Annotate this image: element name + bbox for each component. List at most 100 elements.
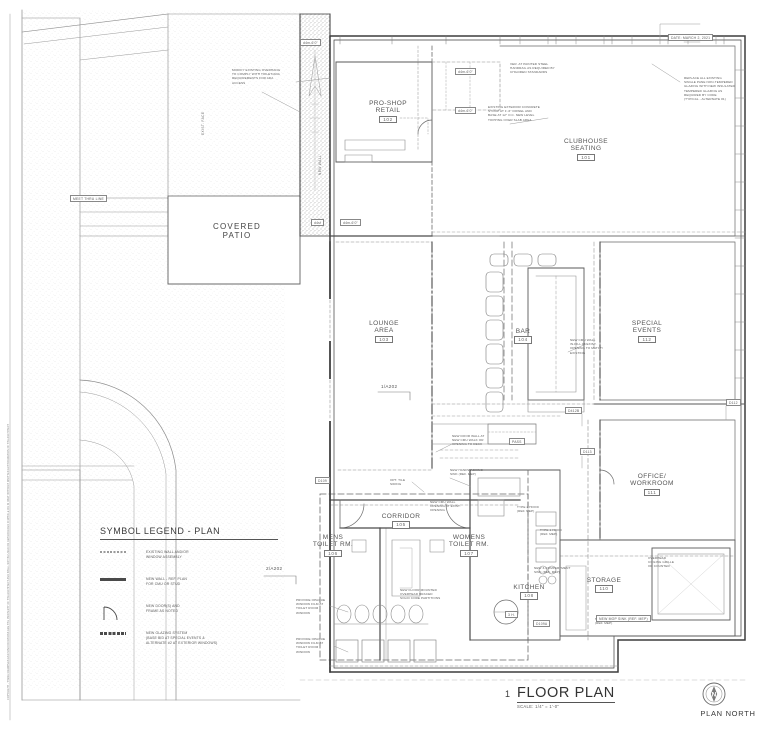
note-line: MODIFY EXISTING OVERHANG	[232, 68, 281, 72]
room-number-tag: 104	[514, 336, 532, 344]
note-line: OPENING	[430, 508, 445, 513]
legend-text-line: NEW GLAZING SYSTEM	[146, 631, 188, 635]
tag-o: 3 H.	[505, 611, 519, 618]
svg-text:N: N	[712, 692, 717, 699]
legend-text-line: FOR CMU OR STUD	[146, 581, 181, 586]
legend-text-line: NEW DOOR(S) AND	[146, 604, 180, 608]
note-line: (REF. MEP)	[540, 532, 558, 537]
note-line: NEW CMU WALL	[430, 500, 456, 504]
legend-text-line: WINDOW ASSEMBLY	[146, 554, 182, 559]
note-line: TOPPING OVER SLAB AREA	[488, 117, 532, 122]
new-door-arc-icon	[100, 603, 146, 621]
note-line: OPENING TO MATCH	[570, 346, 603, 351]
room-label-107: WOMENS TOILET RM.107	[440, 534, 498, 558]
room-name: MENS TOILET RM.	[312, 534, 354, 549]
area-label-covered-patio: COVERED PATIO	[213, 222, 261, 241]
room-name: SPECIAL EVENTS	[631, 320, 663, 335]
note-line: CHILDREN STANDARDS	[510, 70, 548, 75]
note-line: TEMPERED GLAZING AS	[684, 88, 723, 93]
legend-item-text: NEW GLAZING SYSTEM(BASE BID AT SPECIAL E…	[146, 630, 217, 646]
legend-text-line: (BASE BID AT SPECIAL EVENTS &	[146, 635, 205, 640]
room-label-106: MENS TOILET RM.106	[304, 534, 362, 558]
room-number-tag: 102	[379, 115, 397, 124]
legend-row-3: NEW GLAZING SYSTEM(BASE BID AT SPECIAL E…	[100, 630, 295, 648]
legend-symbol-bar	[100, 551, 126, 554]
note-line: WINDOW	[296, 649, 311, 654]
tag-e: d4sf	[311, 219, 325, 226]
room-name: LOUNGE AREA	[369, 320, 399, 335]
note-line: SIDING	[390, 482, 402, 487]
note-line: WINDOW FILM AT	[296, 641, 324, 646]
note-line: REPLACE ALL EXISTING	[684, 76, 722, 80]
note-line: EXISTING EXTERIOR CONCRETE	[488, 105, 540, 109]
room-name: CLUBHOUSE SEATING	[563, 138, 609, 153]
note-line: NEW HANDWASHING	[450, 468, 484, 472]
note-line: HANDRAIL AS REQUIRED BY	[510, 66, 555, 71]
note-line: GLAZING WITH NEW INSULATED	[684, 84, 736, 89]
note-line: NEW DOOR WALL AT	[452, 434, 485, 438]
note-line: SINK (REF. MEP)	[450, 472, 476, 477]
room-number-tag: 106	[324, 549, 342, 558]
room-number-tag: 112	[638, 335, 656, 344]
room-name: STORAGE	[586, 577, 622, 584]
sheet-edge-microprint: COPYRIGHT - THESE DRAWINGS AND SPECIFICA…	[7, 423, 10, 700]
tag-h: D412B	[565, 407, 583, 414]
note-line: SOLID CORE PARTITIONS	[400, 596, 441, 601]
note-line: SINK (REF. MEP)	[534, 570, 560, 575]
tag-c: d4m-6'0"	[455, 107, 476, 114]
room-number-tag: 110	[595, 585, 613, 593]
note-line: OPENING TO DECK	[452, 442, 483, 447]
north-indicator: PLAN NORTH	[693, 684, 763, 718]
note-line: PROVIDE OPAQUE	[296, 598, 326, 602]
detail-number: 1	[505, 689, 511, 699]
note-line: VER. AT PAINTED STEEL	[510, 62, 549, 66]
note-type1-hood: TYPE 1 HOOD(REF. MEP)	[540, 528, 584, 536]
detail-reference: 2/A202	[266, 566, 283, 571]
note-line: ACCESS	[232, 80, 246, 85]
note-type2-hood: TYPE 2 HOOD(REF. MEP)	[517, 505, 563, 513]
room-name: BAR	[515, 328, 531, 335]
note-line: EXISTING	[570, 350, 586, 355]
note-line: REQUIREMENTS FOR ADA	[232, 76, 274, 81]
room-name: WOMENS TOILET RM.	[448, 534, 490, 549]
note-line: STOOP AT 1'-6" DOWEL AND	[488, 109, 532, 114]
legend-title: SYMBOL LEGEND - PLAN	[100, 526, 278, 540]
drawing-title-block: 1 FLOOR PLAN SCALE: 1/4" = 1'-0"	[505, 685, 615, 709]
room-number-tag: 107	[460, 549, 478, 558]
note-line: OPENING AT EXIST.	[430, 504, 461, 509]
note-line: OVERHEAD	[648, 556, 667, 560]
tag-b: d4m-6'0"	[455, 68, 476, 75]
detail-reference: 1/A202	[381, 384, 398, 389]
legend-text-line: EXISTING WALL AND/OR	[146, 550, 189, 554]
room-number-tag: 111	[643, 488, 661, 497]
legend-symbol-bar	[100, 578, 126, 581]
legend-text-line: NEW WALL - REF. PLAN	[146, 577, 187, 581]
tag-n: PASS	[509, 438, 525, 445]
vertical-plan-label: EXIST. FACE	[201, 111, 205, 135]
tag-l: D109A	[533, 620, 551, 627]
note-line: REQUIRED BY CODE	[684, 92, 717, 97]
note-line: NEW CMU WALL	[570, 338, 596, 342]
tag-j: D113	[580, 448, 595, 455]
legend-text-line: ALTERNATE #2 AT EXTERIOR WINDOWS)	[146, 640, 218, 645]
